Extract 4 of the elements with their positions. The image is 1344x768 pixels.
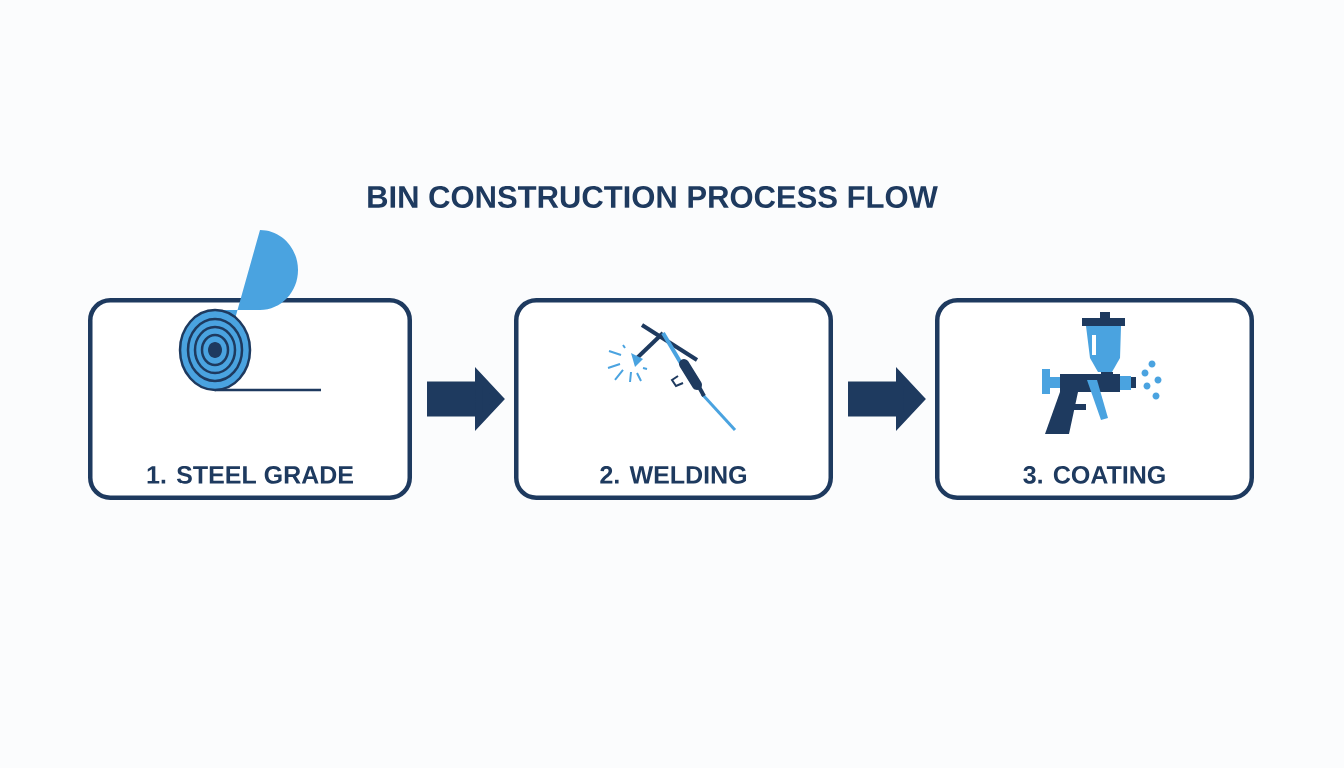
title: BIN CONSTRUCTION PROCESS FLOW (368, 186, 938, 208)
process-box: 3. COATING (935, 298, 1254, 500)
process-box: 1. STEEL GRADE (88, 298, 412, 500)
process-box: 2. WELDING (514, 298, 833, 500)
